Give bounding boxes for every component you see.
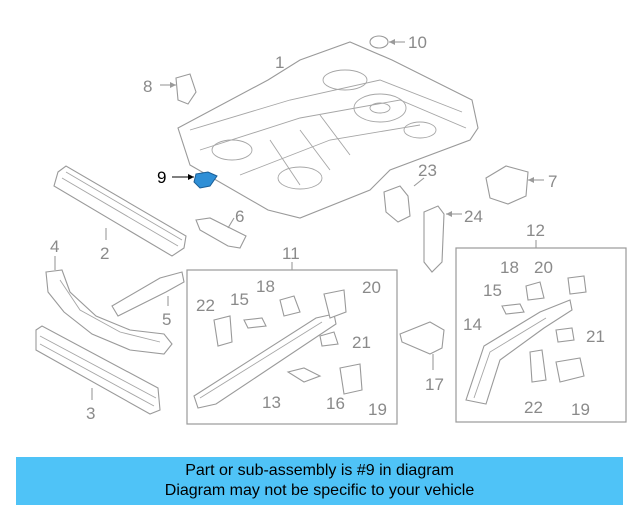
parts-diagram: 1 2 3 4 5 6 7 8 9 10 11 12 13 14 15 15 1… bbox=[35, 33, 627, 425]
label-19b: 19 bbox=[571, 400, 590, 419]
label-7: 7 bbox=[548, 172, 557, 191]
callout-labels: 1 2 3 4 5 6 7 8 9 10 11 12 13 14 15 15 1… bbox=[50, 33, 605, 423]
label-10: 10 bbox=[408, 33, 427, 52]
label-16: 16 bbox=[326, 394, 345, 413]
info-banner: Part or sub-assembly is #9 in diagram Di… bbox=[16, 457, 623, 505]
group-box-12 bbox=[455, 240, 627, 423]
label-15b: 15 bbox=[483, 281, 502, 300]
bracket-part-23 bbox=[383, 177, 425, 223]
label-11: 11 bbox=[282, 244, 300, 263]
label-21b: 21 bbox=[586, 327, 605, 346]
label-18a: 18 bbox=[256, 277, 275, 296]
label-20b: 20 bbox=[534, 258, 553, 277]
label-22b: 22 bbox=[524, 398, 543, 417]
bracket-part-5 bbox=[111, 271, 185, 317]
banner-line-part: Part or sub-assembly is #9 in diagram bbox=[185, 462, 454, 479]
label-6: 6 bbox=[235, 207, 244, 226]
floor-panel-part-1 bbox=[177, 41, 479, 219]
plug-part-10 bbox=[369, 35, 405, 49]
label-22a: 22 bbox=[196, 296, 215, 315]
label-13: 13 bbox=[262, 393, 281, 412]
bracket-part-8 bbox=[160, 73, 197, 105]
label-1: 1 bbox=[275, 53, 284, 72]
rail-part-2 bbox=[53, 165, 187, 257]
label-8: 8 bbox=[143, 77, 152, 96]
bracket-part-17 bbox=[399, 321, 445, 370]
label-14: 14 bbox=[463, 315, 482, 334]
banner-line-disclaimer: Diagram may not be specific to your vehi… bbox=[164, 482, 475, 499]
highlighted-part-9 bbox=[172, 171, 218, 189]
bracket-part-6 bbox=[195, 217, 247, 249]
label-17: 17 bbox=[425, 375, 444, 394]
label-5: 5 bbox=[162, 310, 171, 329]
label-3: 3 bbox=[86, 404, 95, 423]
reinforcement-part-24 bbox=[423, 205, 462, 273]
label-20a: 20 bbox=[362, 278, 381, 297]
label-12: 12 bbox=[526, 221, 545, 240]
label-24: 24 bbox=[464, 207, 483, 226]
label-4: 4 bbox=[50, 237, 59, 256]
label-15a: 15 bbox=[230, 290, 249, 309]
crossmember-part-3 bbox=[35, 325, 161, 415]
label-2: 2 bbox=[100, 244, 109, 263]
label-19a: 19 bbox=[368, 400, 387, 419]
group-box-11 bbox=[186, 262, 398, 425]
label-23: 23 bbox=[418, 161, 437, 180]
crossmember-part-4 bbox=[45, 256, 173, 355]
bracket-part-7 bbox=[485, 165, 544, 205]
label-18b: 18 bbox=[500, 258, 519, 277]
label-9: 9 bbox=[157, 168, 166, 187]
label-21a: 21 bbox=[352, 333, 371, 352]
